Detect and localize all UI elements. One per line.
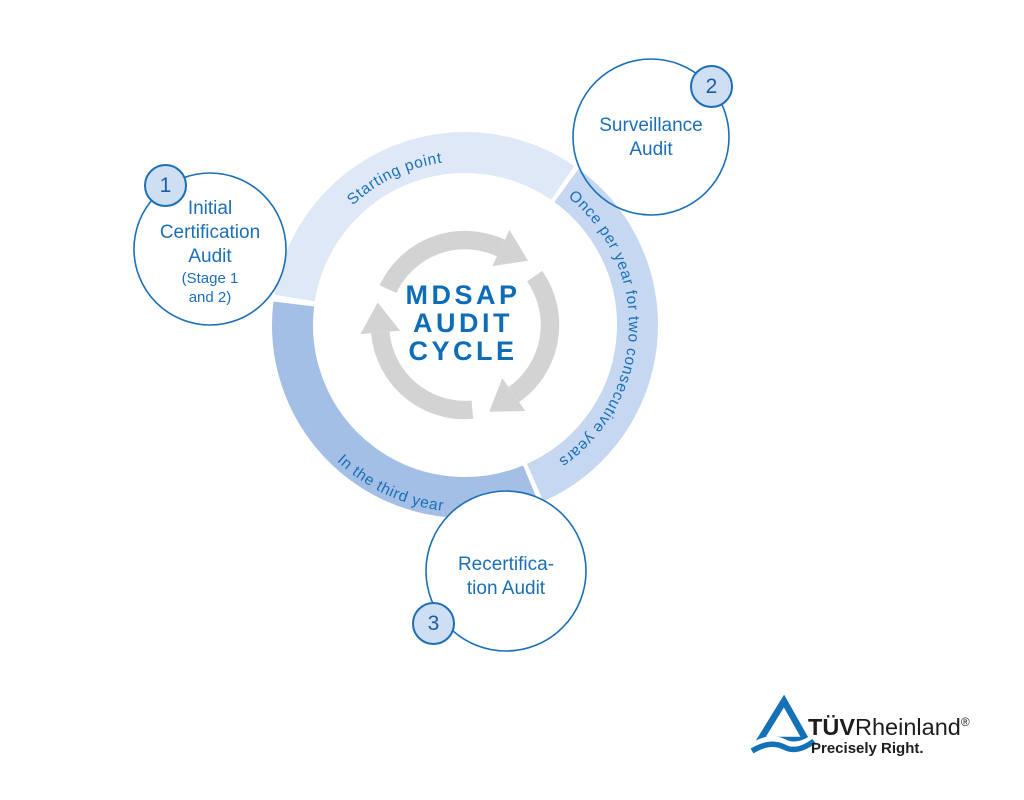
- node-label-line: Certification: [159, 222, 261, 243]
- node-label-line: Audit: [629, 139, 673, 160]
- logo-brand-regular: Rheinland: [855, 713, 961, 740]
- node-label-initial-certification: Initial Certification Audit (Stage 1 and…: [135, 197, 285, 307]
- node-circle-surveillance-fill: [573, 59, 729, 215]
- node-label-surveillance: Surveillance Audit: [576, 114, 726, 162]
- center-title-line: MDSAP: [405, 280, 521, 310]
- node-label-line: Surveillance: [599, 115, 703, 136]
- ring-segment-starting-point: [274, 132, 575, 302]
- tuv-rheinland-logo-icon: [750, 694, 816, 754]
- node-label-subline: and 2): [188, 289, 232, 306]
- logo-wordmark: TÜVRheinland®: [808, 709, 970, 740]
- node-label-subline: (Stage 1: [181, 270, 239, 287]
- center-title-line: AUDIT: [413, 308, 513, 338]
- node-number-badge-2: 2: [690, 65, 733, 108]
- node-circle-initial-certification: [133, 172, 287, 326]
- cycle-arrows-icon: [360, 229, 560, 420]
- registered-mark: ®: [960, 715, 970, 729]
- node-label-line: Audit: [188, 246, 232, 267]
- node-label-line: tion Audit: [466, 578, 546, 599]
- logo-tagline: Precisely Right.: [811, 740, 924, 757]
- node-label-line: Initial: [187, 198, 233, 219]
- logo-brand-bold: TÜV: [808, 713, 855, 740]
- node-number-badge-1: 1: [144, 164, 187, 207]
- node-number-badge-3: 3: [412, 602, 455, 645]
- node-label-line: Recertifica-: [457, 554, 555, 575]
- center-title-line: CYCLE: [408, 336, 518, 366]
- node-circle-surveillance: [572, 58, 730, 216]
- node-circle-recertification: [425, 490, 587, 652]
- center-title: MDSAP AUDIT CYCLE: [353, 281, 573, 365]
- node-label-recertification: Recertifica- tion Audit: [426, 553, 586, 601]
- ring-segment-once-per-year: [526, 168, 658, 502]
